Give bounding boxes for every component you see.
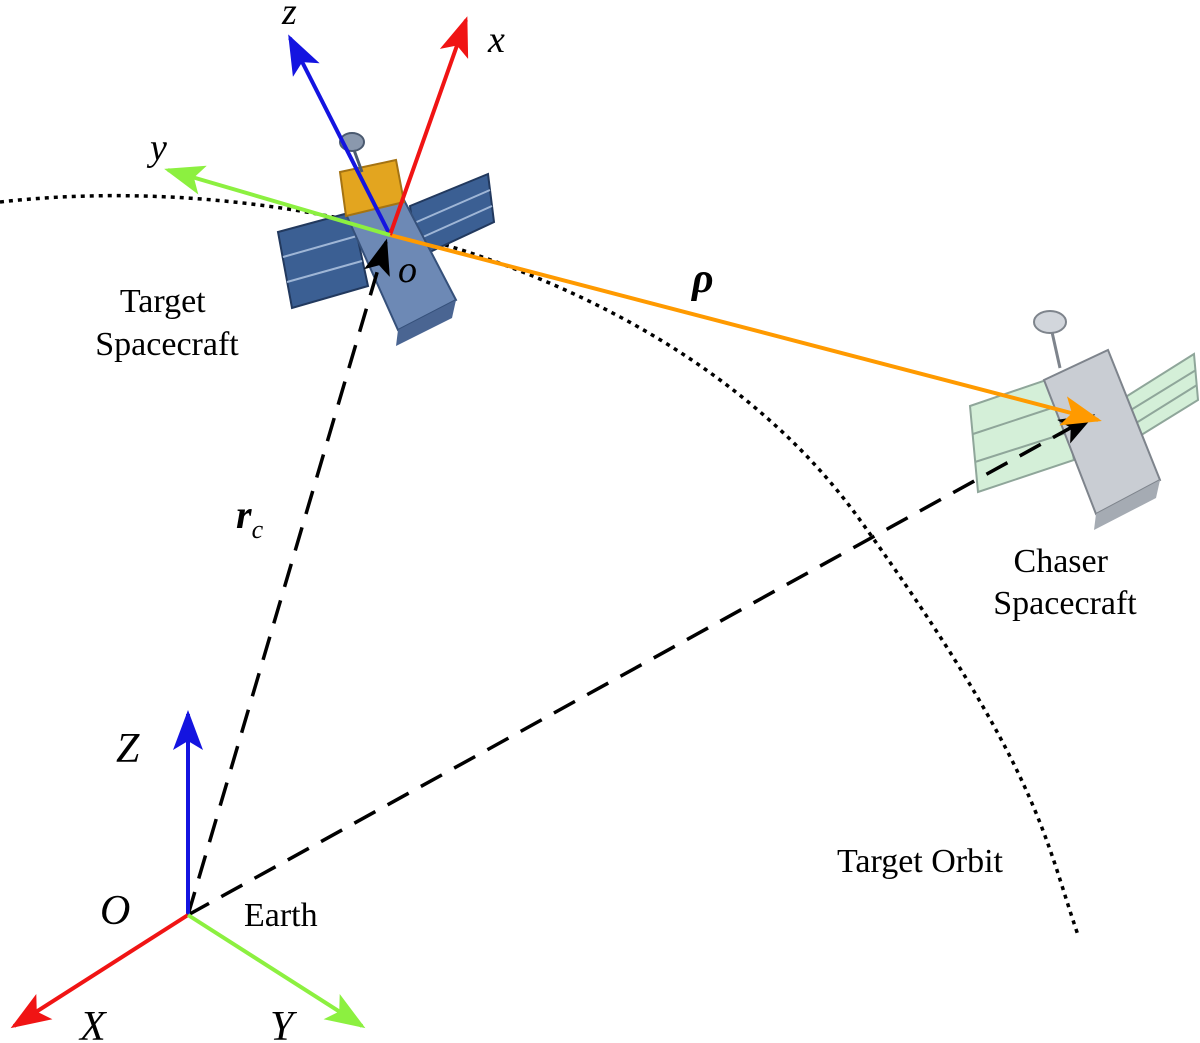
inertial-x-axis xyxy=(10,913,190,1029)
inertial-y-label: Y xyxy=(270,1004,298,1043)
target-position-vector xyxy=(186,238,390,916)
body-y-label: y xyxy=(146,127,167,169)
target-orbit-label: Target Orbit xyxy=(837,843,1004,880)
body-z-label: z xyxy=(281,0,297,33)
rc-label-main: r xyxy=(236,492,252,537)
body-y-axis xyxy=(164,165,391,237)
body-z-axis xyxy=(288,34,392,236)
chaser-body-side xyxy=(1094,480,1160,530)
rc-label-sub: c xyxy=(252,515,264,544)
inertial-z-label: Z xyxy=(116,726,140,772)
target-spacecraft-label-line1: Target xyxy=(120,283,206,320)
body-origin-label: o xyxy=(398,249,417,291)
chaser-spacecraft-label: Chaser Spacecraft xyxy=(993,543,1137,622)
chaser-antenna-dish xyxy=(1033,310,1067,334)
target-orbit-curve xyxy=(0,193,1080,936)
relative-position-vector xyxy=(389,233,1102,426)
target-spacecraft-image xyxy=(276,132,496,346)
body-x-label: x xyxy=(487,19,505,61)
chaser-spacecraft-label-line2: Spacecraft xyxy=(993,585,1137,622)
body-x-axis xyxy=(388,16,469,236)
chaser-position-vector xyxy=(187,414,1096,917)
chaser-spacecraft-label-line1: Chaser xyxy=(1014,543,1109,580)
target-spacecraft-label-line2: Spacecraft xyxy=(95,326,239,363)
inertial-x-label: X xyxy=(78,1004,108,1043)
rc-label: rc xyxy=(236,492,264,544)
rho-label: ρ xyxy=(690,256,714,302)
target-spacecraft-label: Target Spacecraft xyxy=(95,283,239,363)
earth-label: Earth xyxy=(244,897,318,934)
inertial-y-axis xyxy=(186,913,366,1029)
target-gold-module xyxy=(338,158,406,218)
chaser-spacecraft-image xyxy=(968,310,1200,530)
inertial-origin-label: O xyxy=(100,888,130,934)
target-body-side xyxy=(396,300,456,346)
